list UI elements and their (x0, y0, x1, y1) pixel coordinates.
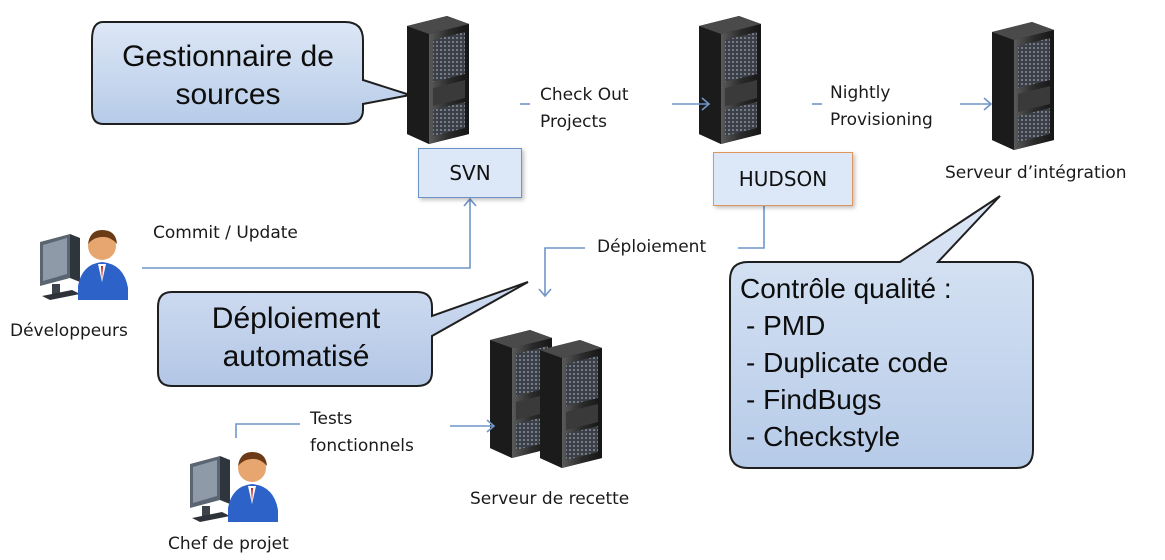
commit-update-label: Commit / Update (153, 223, 298, 243)
checkout-label-line-1: Check Out (540, 85, 629, 105)
sources-callout-text: Gestionnaire de sources (94, 38, 362, 114)
sources-callout (91, 21, 411, 125)
integration-server-icon (992, 22, 1054, 150)
quality-callout-text: Contrôle qualité : - PMD - Duplicate cod… (740, 270, 952, 455)
arrowheads (463, 97, 993, 433)
sources-callout-line-2: sources (175, 78, 281, 111)
project-lead-icon (190, 452, 278, 522)
svn-server-icon (407, 16, 469, 144)
nightly-label-line-1: Nightly (830, 83, 891, 103)
quality-item-findbugs: - FindBugs (746, 384, 882, 415)
checkout-label-line-2: Projects (540, 112, 608, 132)
tests-label: Tests fonctionnels (310, 406, 414, 460)
quality-item-duplicate-code: - Duplicate code (746, 347, 949, 378)
developers-label: Développeurs (10, 321, 128, 341)
quality-callout (729, 195, 1034, 469)
tests-label-line-1: Tests (310, 409, 353, 429)
checkout-label: Check Out Projects (540, 82, 629, 136)
integration-server-label: Serveur d’intégration (945, 163, 1127, 183)
hudson-box: HUDSON (713, 152, 853, 206)
deploy-callout-line-1: Déploiement (211, 302, 381, 335)
recette-server-label: Serveur de recette (470, 489, 630, 509)
quality-item-checkstyle: - Checkstyle (746, 421, 901, 452)
deploy-callout (157, 281, 529, 387)
svn-box: SVN (418, 148, 522, 198)
deploy-callout-text: Déploiement automatisé (160, 300, 432, 376)
nightly-label-line-2: Provisioning (830, 110, 933, 130)
nightly-label: Nightly Provisioning (830, 80, 933, 134)
quality-title: Contrôle qualité : (740, 273, 952, 304)
developer-icon (40, 230, 128, 300)
project-lead-label: Chef de projet (168, 534, 289, 554)
tests-label-line-2: fonctionnels (310, 436, 414, 456)
quality-item-pmd: - PMD (746, 310, 826, 341)
hudson-server-icon (699, 16, 761, 144)
deploiement-label: Déploiement (597, 237, 707, 257)
recette-server-front-icon (540, 340, 602, 468)
connectors (142, 103, 990, 438)
deploy-callout-line-2: automatisé (222, 340, 370, 373)
sources-callout-line-1: Gestionnaire de (122, 40, 334, 73)
